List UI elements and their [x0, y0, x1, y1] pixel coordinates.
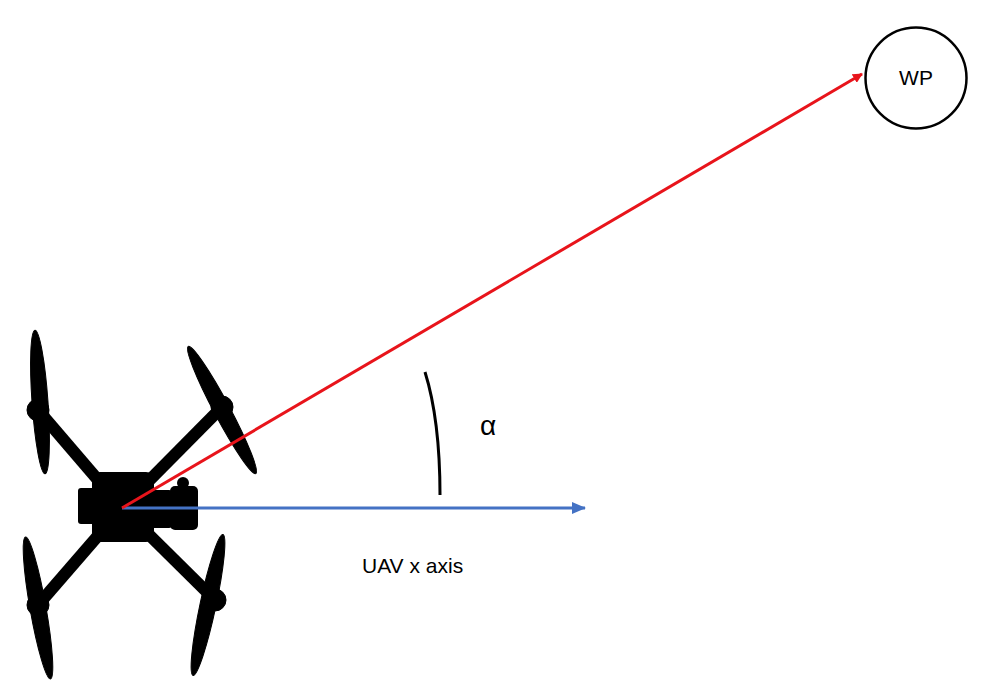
drone-icon [18, 330, 263, 681]
x-axis-arrow [122, 507, 585, 510]
angle-arc [425, 372, 440, 495]
angle-symbol: α [480, 410, 496, 442]
waypoint-label: WP [899, 66, 933, 90]
direction-arrow [122, 74, 862, 508]
axis-label: UAV x axis [362, 554, 463, 578]
waypoint-circle: WP [864, 26, 968, 130]
